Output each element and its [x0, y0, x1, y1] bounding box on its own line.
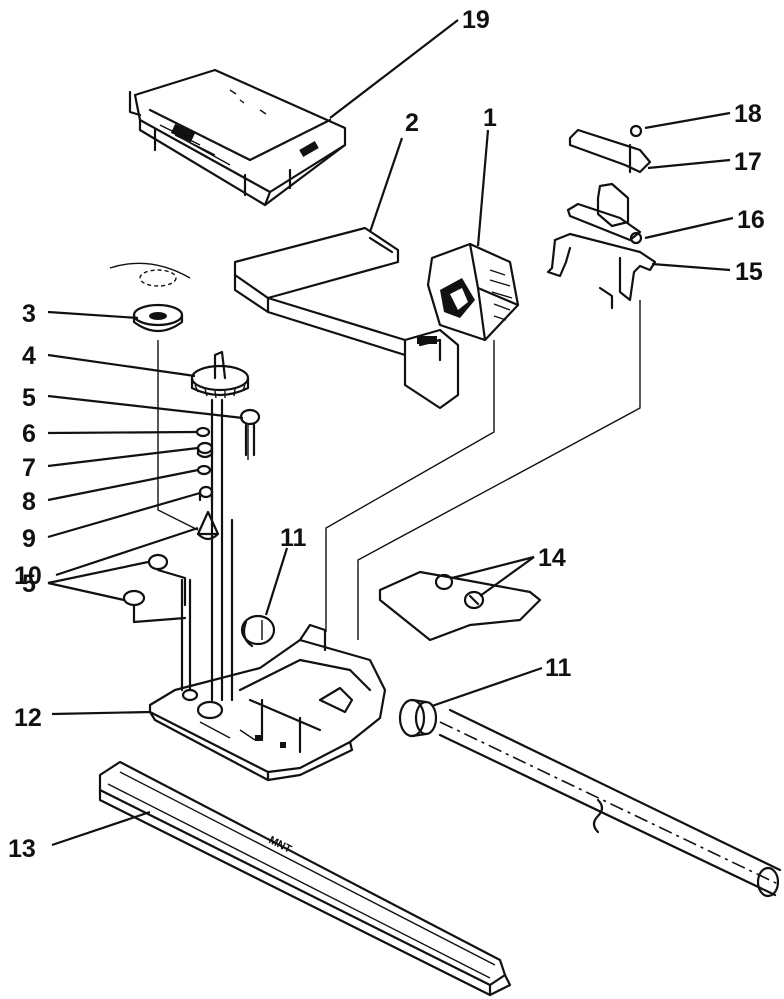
part-7-bushing: [196, 441, 214, 459]
callout-1: 1: [483, 104, 497, 132]
part-6-retainer: [195, 426, 211, 438]
part-16-bracket: [566, 182, 643, 245]
callout-6: 6: [22, 420, 36, 448]
callout-8: 8: [22, 488, 36, 516]
part-11-pulley-lower: [398, 698, 438, 738]
part-11-roller-upper: [240, 614, 276, 648]
part-4-gear: [190, 350, 250, 399]
part-14-washers: [378, 570, 542, 642]
leader-lines: [47, 19, 734, 847]
callout-13: 13: [8, 835, 36, 863]
callout-7: 7: [22, 454, 36, 482]
part-9-spacer: [198, 485, 214, 502]
part-1-motor: [426, 242, 520, 342]
callout-15: 15: [735, 258, 763, 286]
callout-labels: 19 2 1 18 17 16 15 3 4 5 6 7 8 9 10 5 11…: [8, 6, 765, 863]
part-12-base-housing: [148, 623, 387, 782]
part-19-control-board: [128, 68, 347, 207]
part-17-clip: [568, 128, 652, 174]
callout-16: 16: [737, 206, 765, 234]
callout-5-lower: 5: [22, 570, 36, 598]
part-8-ring: [196, 464, 212, 476]
callout-19: 19: [462, 6, 490, 34]
assembly-guide-lines: [157, 300, 641, 640]
part-15-clamp: [546, 232, 657, 310]
callout-4: 4: [22, 342, 36, 370]
part-10-cam: [196, 510, 220, 541]
part-2-bracket: [233, 226, 460, 410]
callout-3: 3: [22, 300, 36, 328]
part-18-screw: [629, 124, 643, 138]
callout-14: 14: [538, 544, 566, 572]
callout-17: 17: [734, 148, 762, 176]
callout-12: 12: [14, 704, 42, 732]
callout-5-upper: 5: [22, 384, 36, 412]
callout-9: 9: [22, 525, 36, 553]
callout-10: 10: [14, 562, 42, 590]
rail-stamp: MNT: [267, 834, 294, 856]
part-3-cap: [109, 262, 191, 333]
callout-11-lower: 11: [545, 654, 572, 682]
part-13-rail: [98, 760, 512, 997]
callout-11-upper: 11: [280, 524, 307, 552]
part-5-washer-upper: [239, 408, 261, 457]
callout-2: 2: [405, 109, 419, 137]
part-5-washers-lower: [122, 553, 187, 624]
long-drive-shaft: [438, 708, 782, 898]
drive-shafts: [180, 398, 234, 702]
callout-18: 18: [734, 100, 762, 128]
